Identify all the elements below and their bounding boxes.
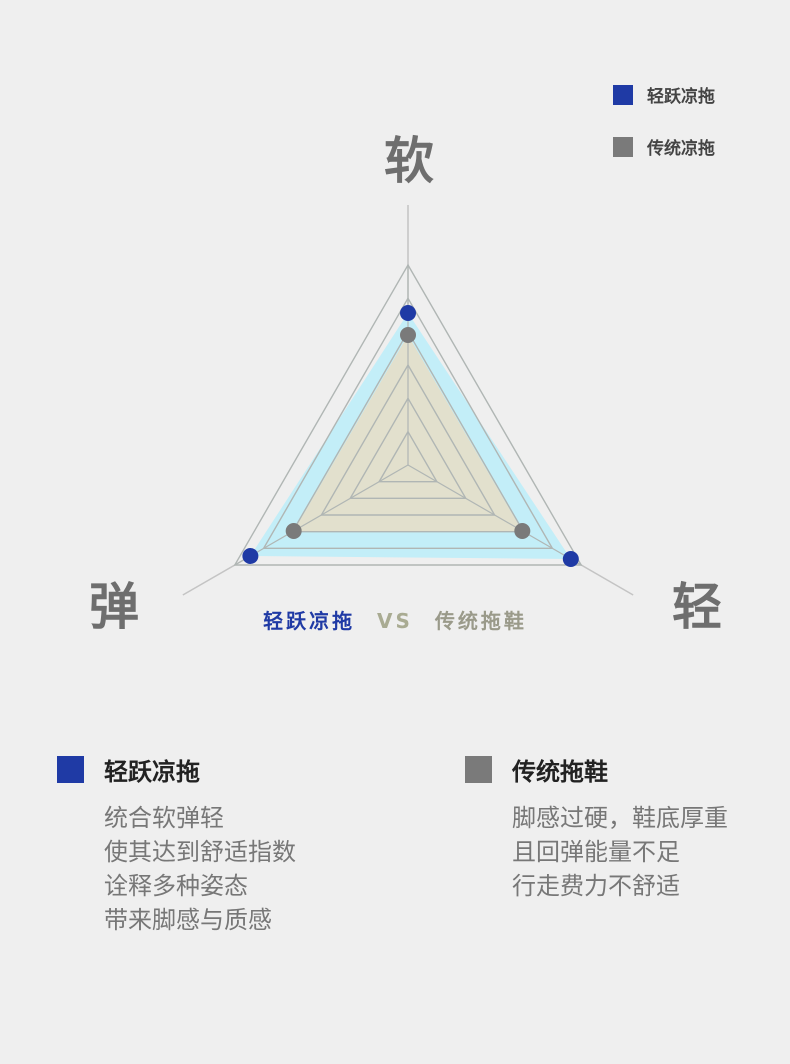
block-line: 行走费力不舒适 bbox=[512, 872, 680, 900]
vs-mid: VS bbox=[377, 609, 413, 633]
axis-label-soft: 软 bbox=[384, 132, 434, 190]
data-point-s0-1 bbox=[562, 551, 579, 567]
block-title: 轻跃凉拖 bbox=[104, 758, 200, 786]
block-lines: 统合软弹轻 使其达到舒适指数 诠释多种姿态 带来脚感与质感 bbox=[104, 801, 296, 937]
block-header: 传统拖鞋 bbox=[465, 752, 728, 787]
block-swatch-blue bbox=[57, 756, 84, 783]
grid-ring-1 bbox=[377, 430, 439, 483]
grid-ring-6 bbox=[233, 263, 583, 566]
data-point-s0-0 bbox=[400, 305, 416, 321]
grid-spoke-1 bbox=[407, 464, 582, 566]
grid-spoke-2 bbox=[234, 464, 409, 566]
block-line: 且回弹能量不足 bbox=[512, 838, 680, 866]
data-point-s1-2 bbox=[285, 523, 302, 539]
block-line: 脚感过硬，鞋底厚重 bbox=[512, 804, 728, 832]
data-point-s1-0 bbox=[400, 327, 416, 343]
block-line: 统合软弹轻 bbox=[104, 804, 224, 832]
grid-ring-4 bbox=[291, 330, 525, 533]
axis-label-light: 轻 bbox=[672, 578, 722, 636]
data-point-s1-1 bbox=[514, 523, 531, 539]
vs-right: 传统拖鞋 bbox=[434, 609, 527, 633]
legend-swatch-blue bbox=[613, 84, 633, 105]
legend-swatch-gray bbox=[613, 136, 633, 157]
axis-label-bouncy: 弹 bbox=[89, 578, 139, 636]
block-lines: 脚感过硬，鞋底厚重 且回弹能量不足 行走费力不舒适 bbox=[512, 801, 728, 903]
block-line: 诠释多种姿态 bbox=[104, 872, 248, 900]
block-swatch-gray bbox=[465, 756, 492, 783]
block-title: 传统拖鞋 bbox=[512, 758, 608, 786]
legend-item-traditional: 传统凉拖 bbox=[613, 134, 715, 159]
legend-label: 轻跃凉拖 bbox=[647, 87, 715, 107]
radar-chart bbox=[182, 205, 634, 596]
vs-left: 轻跃凉拖 bbox=[263, 609, 356, 633]
legend-item-qingyue: 轻跃凉拖 bbox=[613, 82, 715, 107]
grid-ring-3 bbox=[320, 363, 496, 516]
block-line: 带来脚感与质感 bbox=[104, 906, 272, 934]
block-header: 轻跃凉拖 bbox=[57, 752, 296, 787]
vs-caption: 轻跃凉拖 VS 传统拖鞋 bbox=[0, 605, 790, 634]
grid-ring-5 bbox=[262, 296, 554, 550]
feature-block-traditional: 传统拖鞋 脚感过硬，鞋底厚重 且回弹能量不足 行走费力不舒适 bbox=[465, 752, 728, 903]
grid-ring-2 bbox=[349, 396, 467, 500]
feature-block-qingyue: 轻跃凉拖 统合软弹轻 使其达到舒适指数 诠释多种姿态 带来脚感与质感 bbox=[57, 752, 296, 937]
data-point-s0-2 bbox=[242, 548, 259, 564]
legend-label: 传统凉拖 bbox=[647, 139, 715, 159]
block-line: 使其达到舒适指数 bbox=[104, 838, 296, 866]
